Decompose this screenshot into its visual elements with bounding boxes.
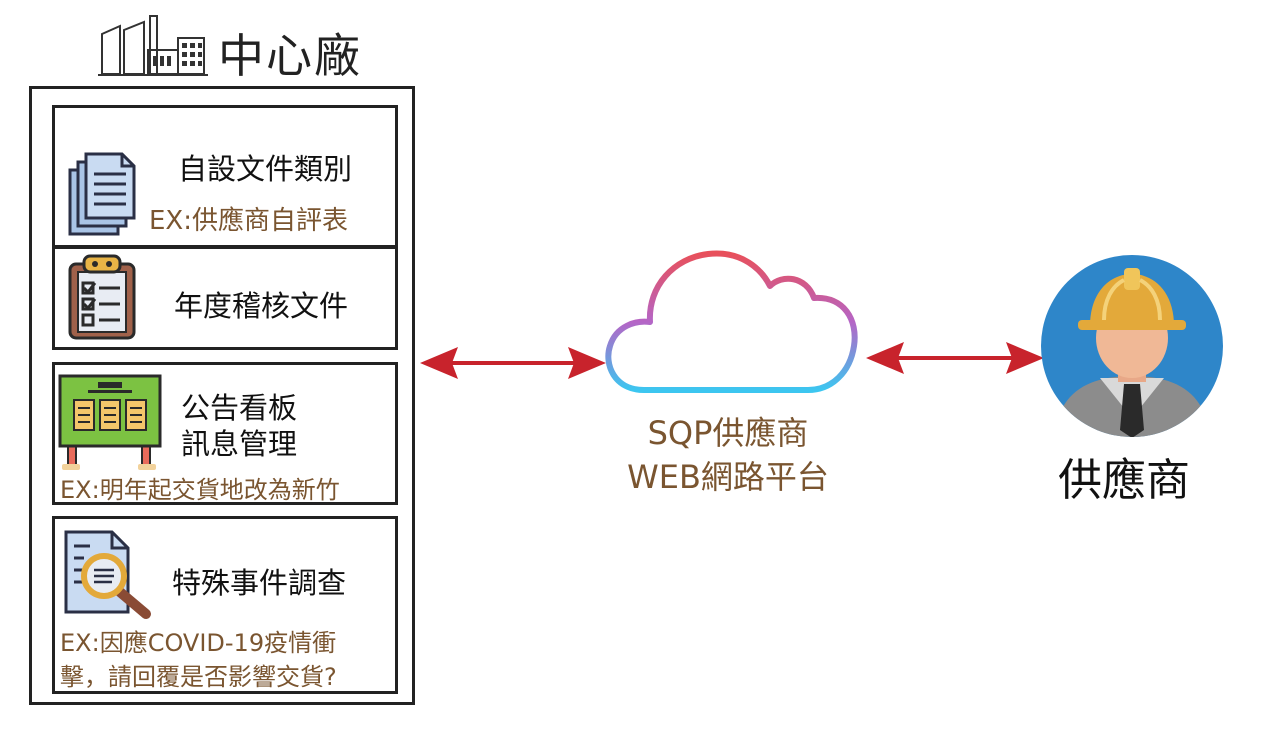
annual-audit-title: 年度稽核文件 (174, 289, 349, 323)
cloud-icon (605, 250, 858, 393)
custom-docs-example: EX:供應商自評表 (149, 206, 348, 236)
documents-icon (68, 152, 136, 236)
search-document-icon (64, 530, 151, 619)
bulletin-title-line2: 訊息管理 (181, 427, 298, 461)
special-event-example-line2: 擊，請回覆是否影響交貨? (60, 663, 337, 691)
worker-avatar-icon (1041, 255, 1223, 437)
center-factory-frame (29, 86, 415, 705)
bulletin-example: EX:明年起交貨地改為新竹 (60, 476, 340, 504)
center-factory-title: 中心廠 (218, 29, 362, 83)
supplier-label: 供應商 (1058, 455, 1190, 506)
special-event-title: 特殊事件調查 (172, 566, 347, 600)
platform-line2: WEB網路平台 (627, 458, 829, 496)
right-double-arrow (866, 342, 1044, 374)
left-double-arrow (420, 347, 606, 379)
clipboard-icon (68, 254, 136, 340)
custom-docs-title: 自設文件類別 (178, 152, 353, 186)
bulletin-title-line1: 公告看板 (181, 391, 298, 425)
platform-line1: SQP供應商 (647, 414, 809, 452)
special-event-example-line1: EX:因應COVID-19疫情衝 (60, 629, 337, 657)
bulletin-board-icon (58, 374, 162, 470)
factory-icon (98, 15, 208, 76)
